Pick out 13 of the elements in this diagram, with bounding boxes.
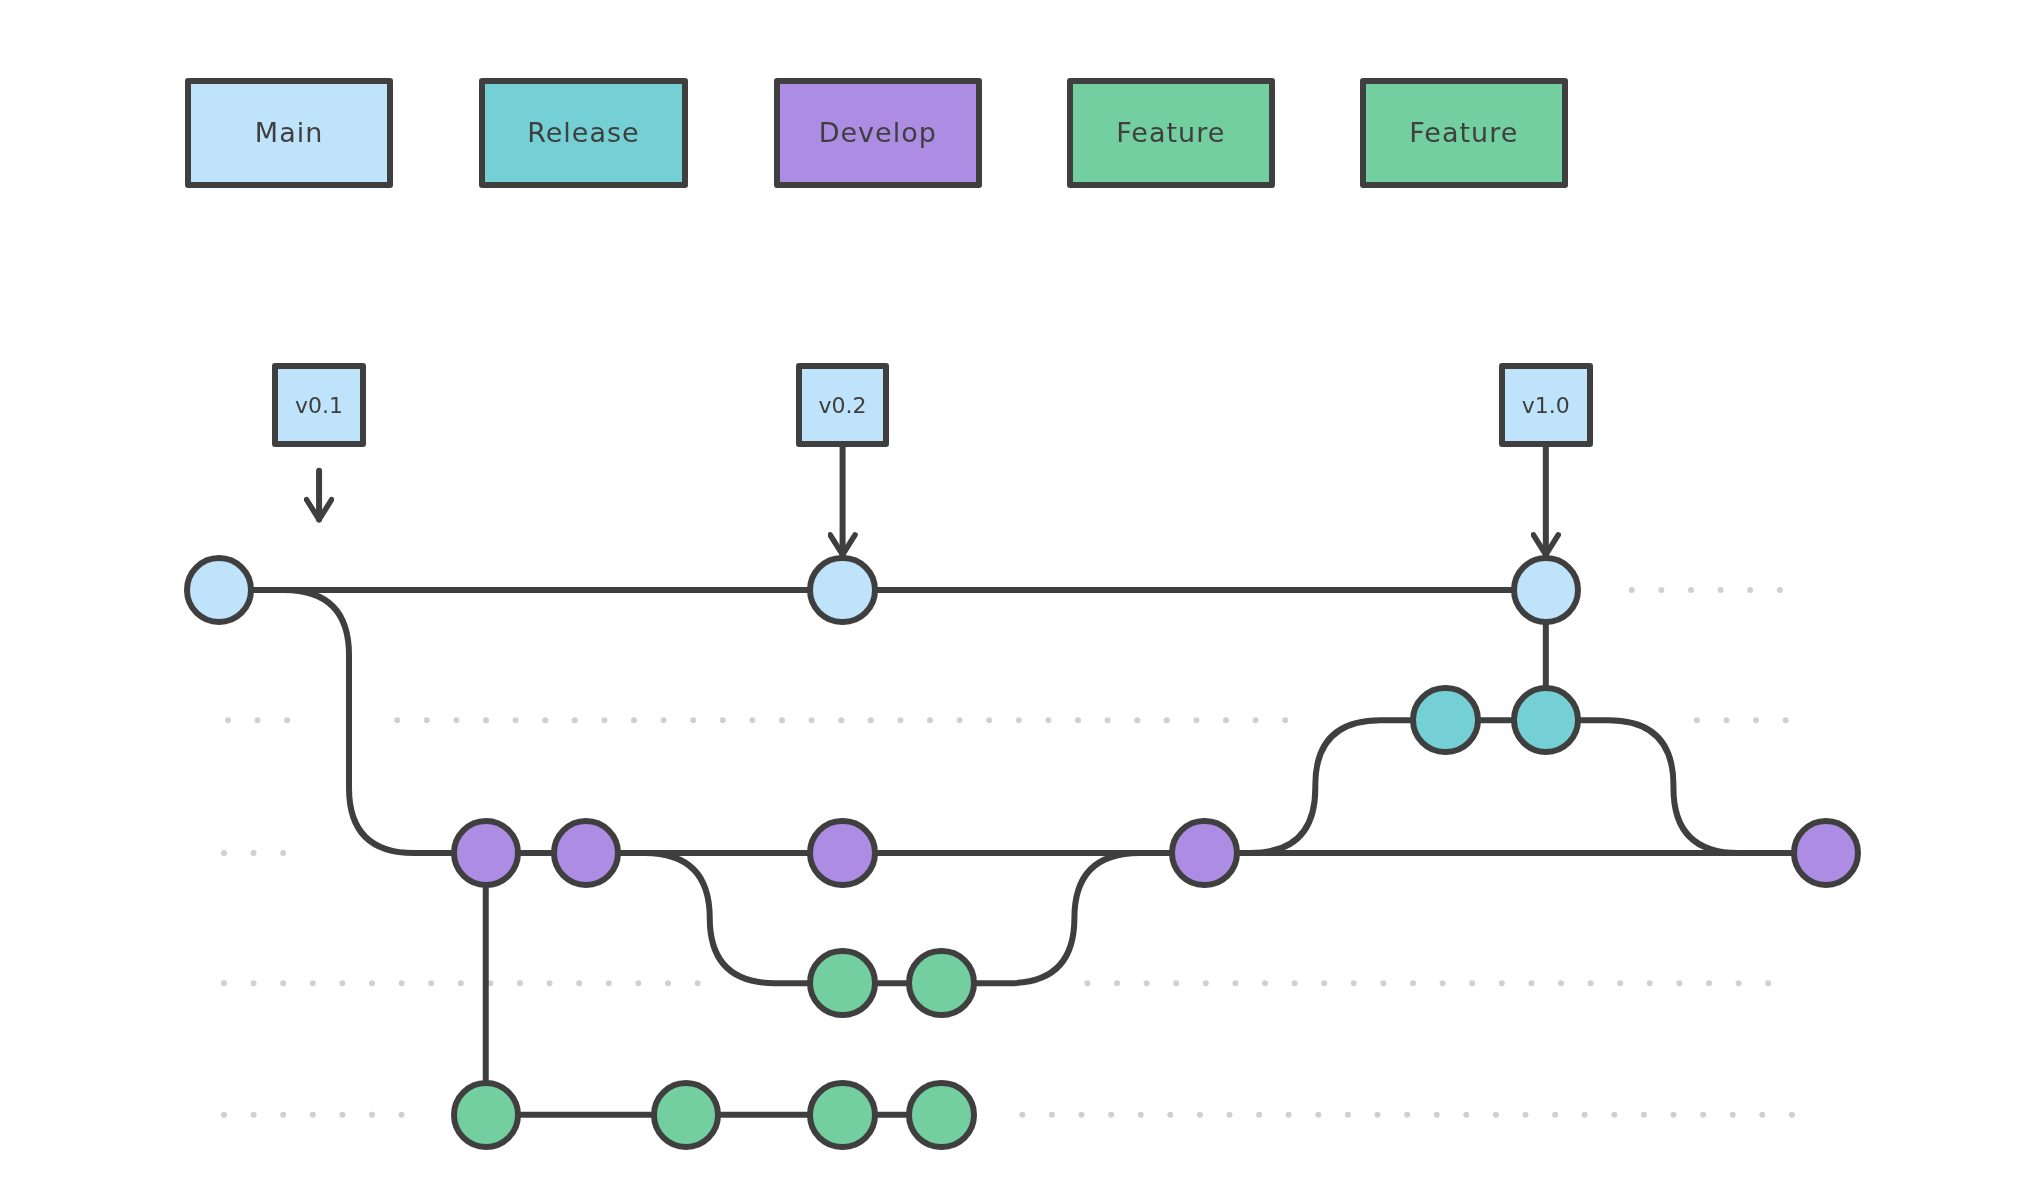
branch-name: Feature [1116, 117, 1226, 149]
version-tag [795, 363, 890, 447]
branch-name: Release [527, 117, 640, 149]
version-label: v0.2 [818, 392, 867, 418]
branch-name: Develop [818, 117, 937, 149]
arrow [303, 467, 335, 523]
version-tag [1498, 363, 1593, 447]
branch-name: Feature [1409, 117, 1519, 149]
version-tag [272, 363, 366, 447]
branch-name: Main [254, 117, 324, 149]
branch-line [1542, 622, 1549, 688]
version-label: v0.1 [295, 392, 344, 418]
version-label: v1.0 [1521, 392, 1570, 418]
